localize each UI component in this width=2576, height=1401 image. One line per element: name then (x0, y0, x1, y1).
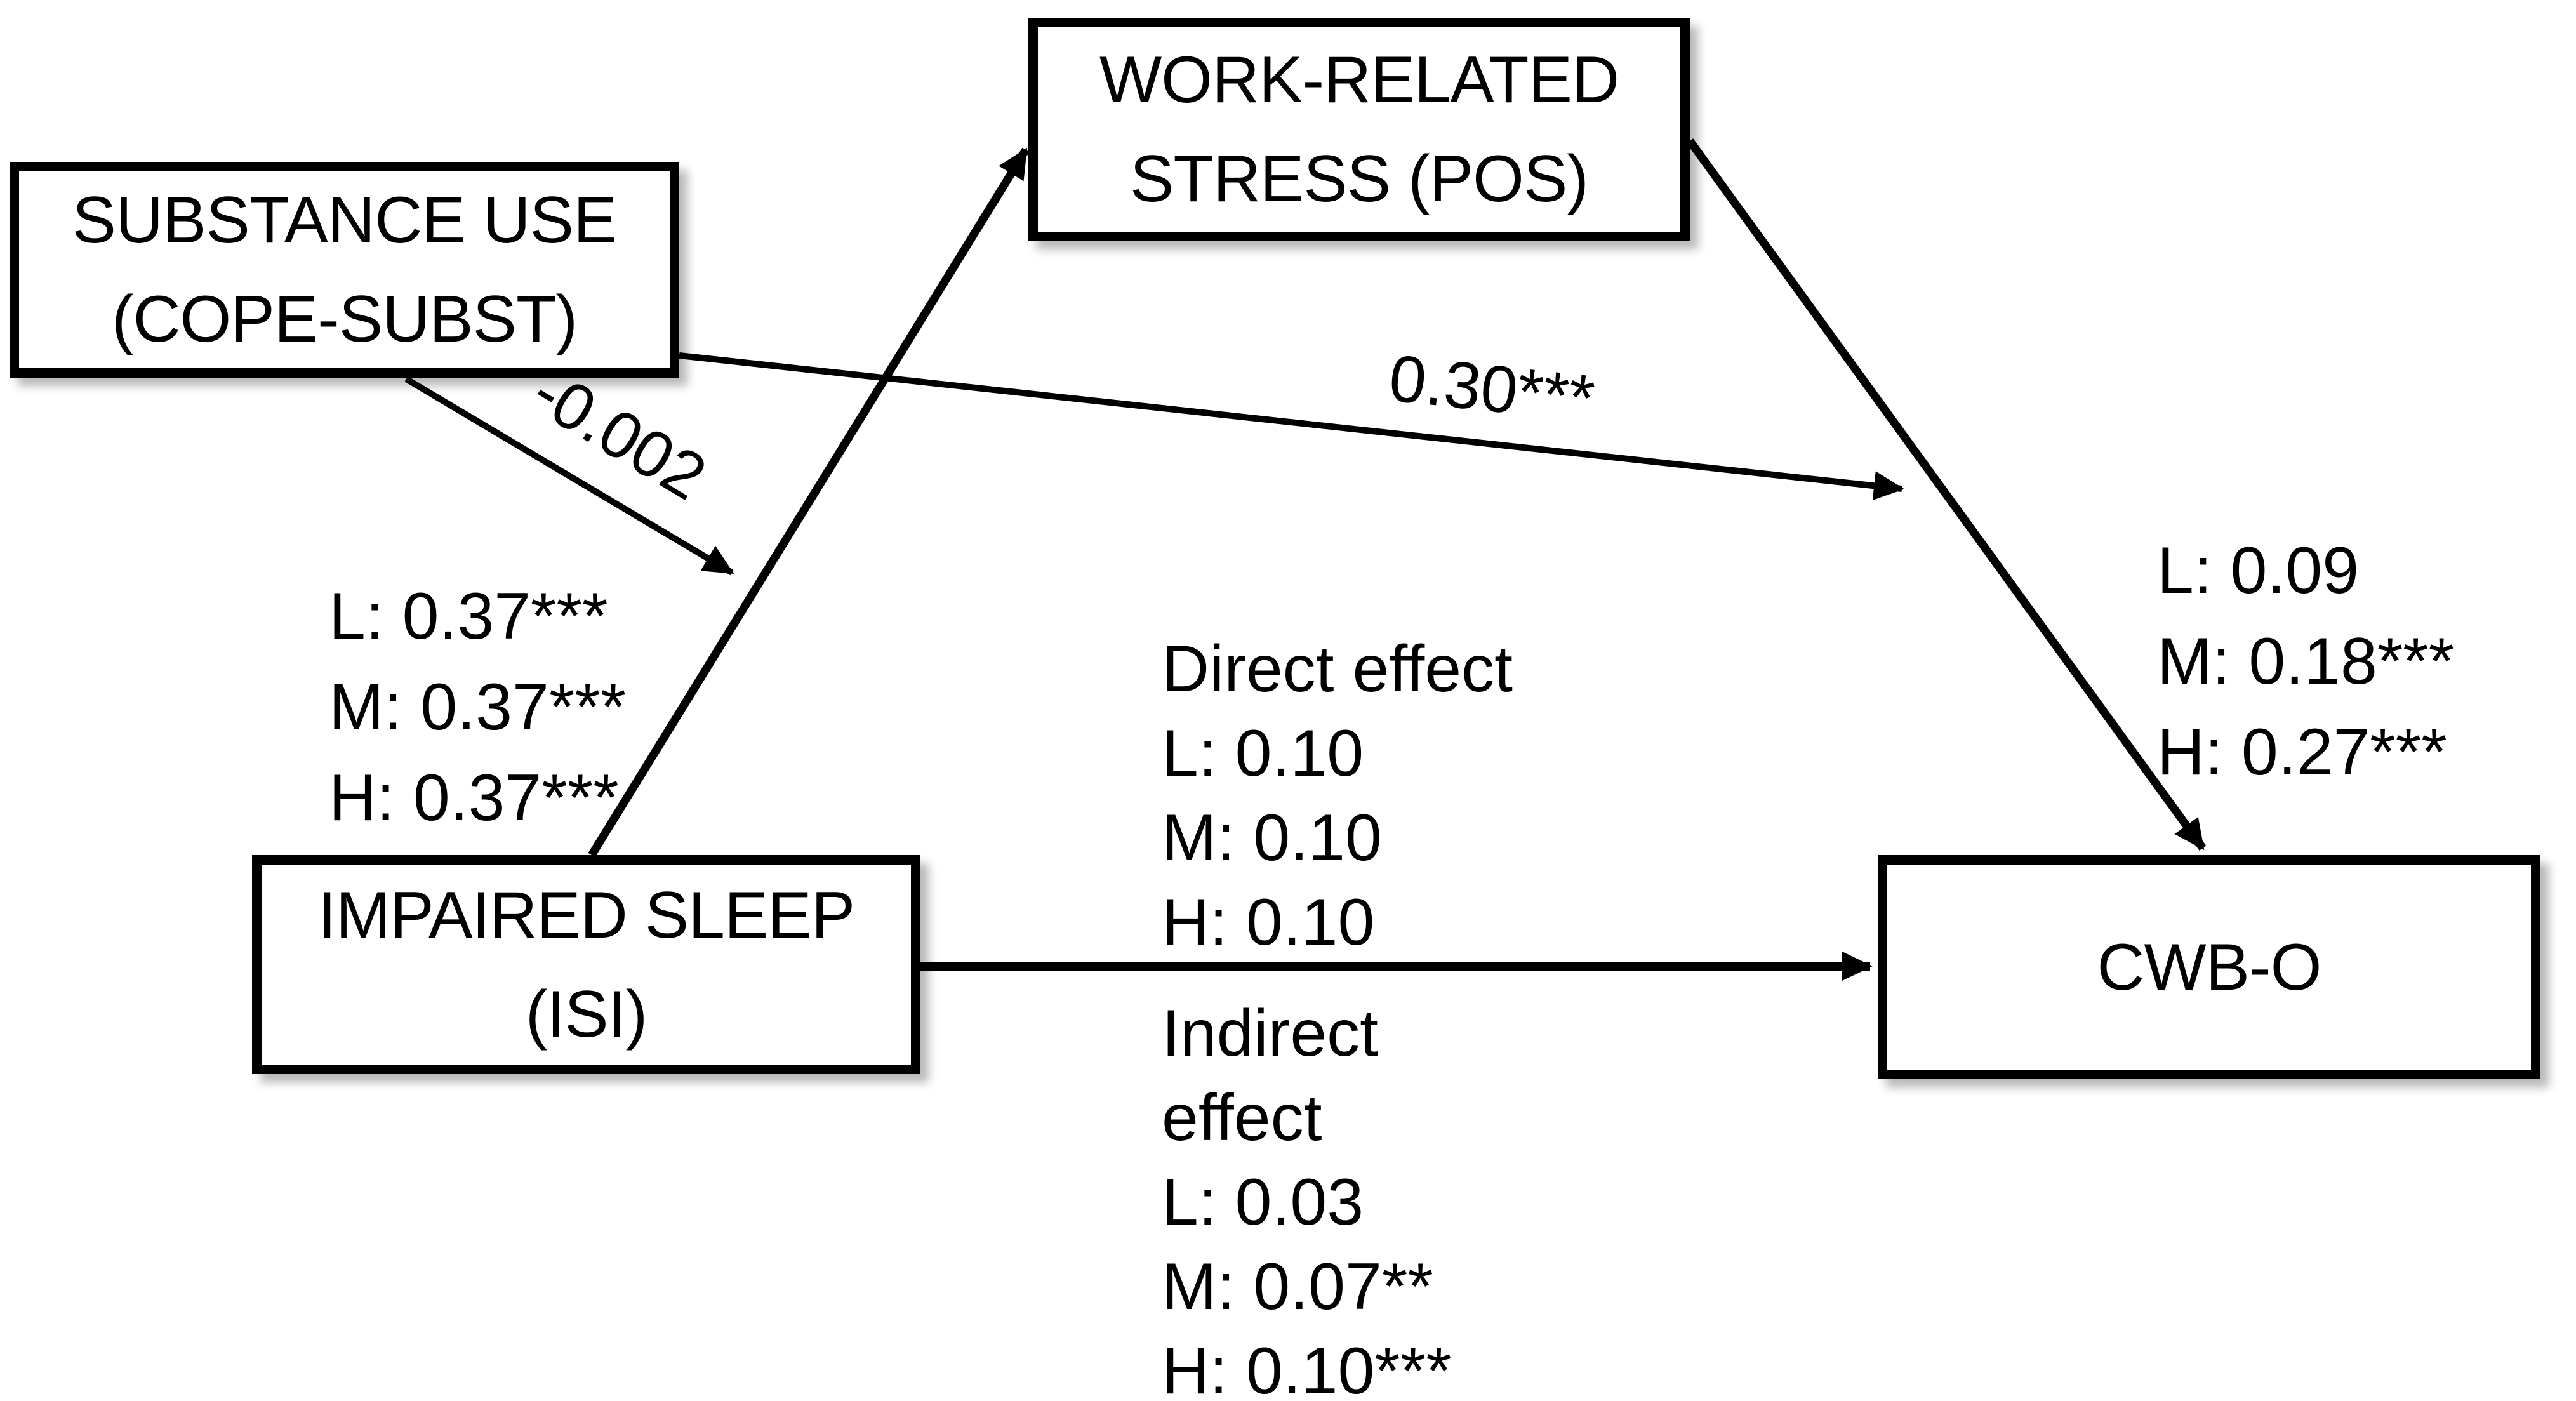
b-path-high: H: 0.27*** (2157, 715, 2447, 789)
indirect-effect-medium: M: 0.07** (1162, 1250, 1433, 1324)
arrow-su-moderates-a-path (404, 376, 734, 576)
b-path-low: L: 0.09 (2157, 534, 2360, 608)
label-direct-effect: Direct effect L: 0.10 M: 0.10 H: 0.10 (1162, 627, 1513, 965)
node-work-related-stress-line2: STRESS (POS) (1130, 142, 1589, 216)
direct-effect-title: Direct effect (1162, 632, 1513, 706)
node-substance-use-line1: SUBSTANCE USE (72, 183, 618, 257)
node-substance-use-line2: (COPE-SUBST) (111, 282, 578, 356)
b-path-medium: M: 0.18*** (2157, 625, 2455, 698)
node-impaired-sleep-line1: IMPAIRED SLEEP (317, 878, 855, 952)
direct-effect-high: H: 0.10 (1162, 886, 1375, 959)
node-work-related-stress-line1: WORK-RELATED (1099, 43, 1619, 117)
arrow-su-moderates-b-path (679, 352, 1904, 501)
node-cwb-o: CWB-O (1878, 855, 2540, 1079)
label-a-path-values: L: 0.37*** M: 0.37*** H: 0.37*** (329, 571, 626, 844)
a-path-high: H: 0.37*** (329, 761, 619, 835)
node-impaired-sleep-line2: (ISI) (525, 977, 647, 1051)
label-b-path-values: L: 0.09 M: 0.18*** H: 0.27*** (2157, 526, 2454, 798)
arrow-isi-to-wrs (588, 147, 1030, 858)
node-substance-use: SUBSTANCE USE (COPE-SUBST) (10, 162, 679, 378)
direct-effect-low: L: 0.10 (1162, 717, 1364, 790)
node-impaired-sleep: IMPAIRED SLEEP (ISI) (252, 855, 920, 1074)
indirect-effect-title-line1: Indirect (1162, 997, 1379, 1070)
label-indirect-effect: Indirect effect L: 0.03 M: 0.07** H: 0.1… (1162, 992, 1452, 1401)
direct-effect-medium: M: 0.10 (1162, 801, 1382, 875)
node-work-related-stress: WORK-RELATED STRESS (POS) (1028, 18, 1690, 241)
indirect-effect-high: H: 0.10*** (1162, 1334, 1452, 1401)
a-path-medium: M: 0.37*** (329, 670, 627, 744)
node-cwb-o-label: CWB-O (2097, 930, 2321, 1004)
indirect-effect-title-line2: effect (1162, 1081, 1322, 1155)
arrow-wrs-to-cwbo (1686, 138, 2207, 851)
a-path-low: L: 0.37*** (329, 580, 608, 653)
indirect-effect-low: L: 0.03 (1162, 1165, 1364, 1239)
